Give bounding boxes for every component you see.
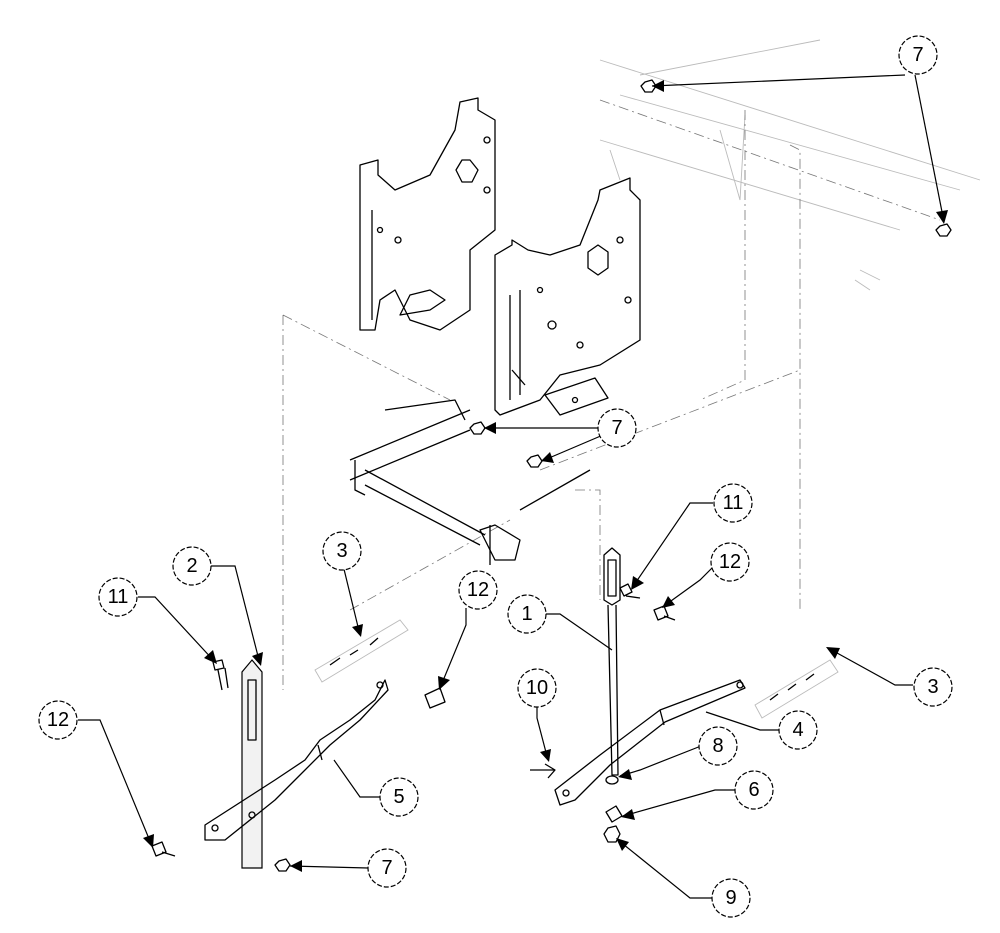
callout-7-top: 7 [898,35,938,75]
nut-7-bottom [274,858,291,872]
right-arm [554,679,746,806]
callout-label: 3 [927,676,938,698]
washer-8 [605,775,619,785]
nut-7-top [640,79,657,93]
bolt-12-mid [424,687,446,709]
callout-6: 6 [734,770,774,810]
callout-label: 10 [526,677,548,699]
callout-3-left: 3 [322,531,362,571]
callout-label: 7 [912,44,923,66]
callout-9: 9 [711,878,751,918]
callout-12-right: 12 [710,542,750,582]
callout-7-mid: 7 [597,408,637,448]
pin-6 [605,805,623,823]
callout-label: 12 [719,551,741,573]
callout-2: 2 [172,546,212,586]
callout-10: 10 [517,668,557,708]
hardware [151,79,952,872]
callout-label: 4 [792,719,803,741]
callout-label: 3 [336,540,347,562]
right-lift-link [603,547,621,776]
bolt-11-right [619,583,641,599]
callout-label: 6 [748,779,759,801]
callout-11-right: 11 [713,483,753,523]
callout-label: 11 [723,492,744,514]
callout-11-left: 11 [98,577,138,617]
callout-8: 8 [698,726,738,766]
left-lift-link [241,659,263,869]
leaders [78,74,948,899]
nut-7-mid-a [469,421,486,435]
bolt-12-right [653,605,676,621]
upper-left-bracket [359,97,496,331]
upper-center-bracket [494,177,641,416]
callout-label: 11 [108,586,129,608]
left-slotted-strap [314,619,409,683]
callout-label: 12 [47,709,69,731]
callout-label: 7 [611,417,622,439]
callout-label: 2 [186,555,197,577]
left-arm [204,679,389,841]
callout-label: 5 [393,786,404,808]
nut-7-right [935,223,952,237]
callout-7-bottom: 7 [367,848,407,888]
callout-label: 9 [725,887,736,909]
nut-9 [603,825,621,843]
callout-label: 12 [467,579,489,601]
callout-12-mid: 12 [458,570,498,610]
bolt-11-left [212,659,229,691]
callout-1: 1 [507,594,547,634]
callout-label: 8 [712,735,723,757]
nut-7-mid-b [526,454,543,468]
callout-4: 4 [778,710,818,750]
background-frame [282,39,981,690]
callout-3-right: 3 [913,667,953,707]
callout-12-left: 12 [38,700,78,740]
right-slotted-strap [754,659,839,719]
clip-10 [530,763,556,779]
callout-label: 1 [521,603,532,625]
callout-5: 5 [379,777,419,817]
callout-label: 7 [381,857,392,879]
bolt-12-left [151,841,176,857]
cross-shaft [349,399,591,565]
